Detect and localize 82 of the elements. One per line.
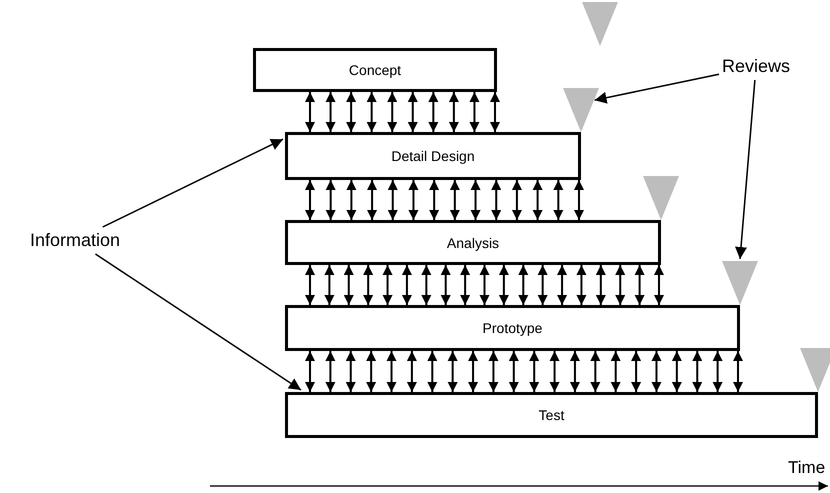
double-arrow: [491, 180, 502, 220]
double-arrow: [631, 351, 642, 392]
double-arrow: [427, 351, 438, 392]
double-arrow: [610, 351, 621, 392]
double-arrow: [508, 351, 519, 392]
double-arrow: [386, 351, 397, 392]
double-arrow: [615, 265, 626, 305]
double-arrow: [532, 180, 543, 220]
double-arrow: [346, 92, 356, 132]
double-arrow: [305, 92, 315, 132]
double-arrow: [408, 180, 418, 220]
stage-box: [253, 48, 497, 92]
double-arrow: [346, 180, 356, 220]
double-arrow: [344, 265, 354, 305]
stage-box: [285, 305, 740, 351]
leader-arrow: [102, 138, 284, 228]
double-arrow: [346, 351, 356, 392]
double-arrow: [450, 180, 460, 220]
double-arrow: [382, 265, 393, 305]
double-arrow: [305, 351, 315, 392]
double-arrow: [325, 351, 336, 392]
double-arrow: [529, 351, 540, 392]
double-arrow: [326, 180, 336, 220]
double-arrow: [498, 265, 509, 305]
double-arrow: [654, 265, 664, 305]
double-arrow: [570, 351, 580, 392]
double-arrow: [518, 265, 528, 305]
leader-arrow: [95, 253, 302, 391]
double-arrow: [553, 180, 564, 220]
stage-box: [285, 220, 661, 265]
callout-label: Reviews: [722, 56, 790, 77]
double-arrow: [634, 265, 645, 305]
leader-arrow: [594, 74, 720, 104]
double-arrow: [367, 180, 378, 220]
double-arrow: [480, 265, 490, 305]
double-arrow: [590, 351, 600, 392]
stage-box: [285, 132, 581, 180]
callout-label: Information: [30, 230, 120, 251]
double-arrow: [469, 92, 480, 132]
double-arrow: [429, 180, 440, 220]
double-arrow: [448, 92, 459, 132]
double-arrow: [550, 351, 560, 392]
double-arrow: [460, 265, 470, 305]
double-arrow: [440, 265, 451, 305]
double-arrow: [512, 180, 522, 220]
stage-label: Detail Design: [391, 148, 475, 164]
double-arrow: [651, 351, 662, 392]
double-arrow: [366, 92, 377, 132]
double-arrow: [733, 351, 743, 392]
double-arrow: [421, 265, 432, 305]
double-arrow: [408, 92, 418, 132]
double-arrow: [470, 180, 481, 220]
stage-label: Analysis: [446, 234, 500, 250]
double-arrow: [490, 92, 500, 132]
double-arrow: [574, 180, 584, 220]
double-arrow: [557, 265, 568, 305]
double-arrow: [388, 180, 398, 220]
double-arrow: [488, 351, 498, 392]
double-arrow: [406, 351, 417, 392]
double-arrow: [305, 265, 315, 305]
double-arrow: [576, 265, 586, 305]
stage-label: Concept: [348, 62, 402, 78]
double-arrow: [363, 265, 374, 305]
double-arrow: [448, 351, 458, 392]
double-arrow: [402, 265, 412, 305]
double-arrow: [692, 351, 702, 392]
stage-label: Prototype: [482, 320, 542, 336]
double-arrow: [672, 351, 682, 392]
stage-box: [285, 392, 818, 438]
double-arrow: [468, 351, 478, 392]
stage-label: Test: [538, 407, 564, 423]
double-arrow: [538, 265, 548, 305]
double-arrow: [387, 92, 398, 132]
axis-label: Time: [788, 458, 826, 478]
leader-arrow: [735, 80, 756, 260]
double-arrow: [326, 92, 336, 132]
double-arrow: [305, 180, 315, 220]
double-arrow: [366, 351, 376, 392]
double-arrow: [428, 92, 438, 132]
double-arrow: [712, 351, 723, 392]
double-arrow: [596, 265, 606, 305]
double-arrow: [324, 265, 334, 305]
